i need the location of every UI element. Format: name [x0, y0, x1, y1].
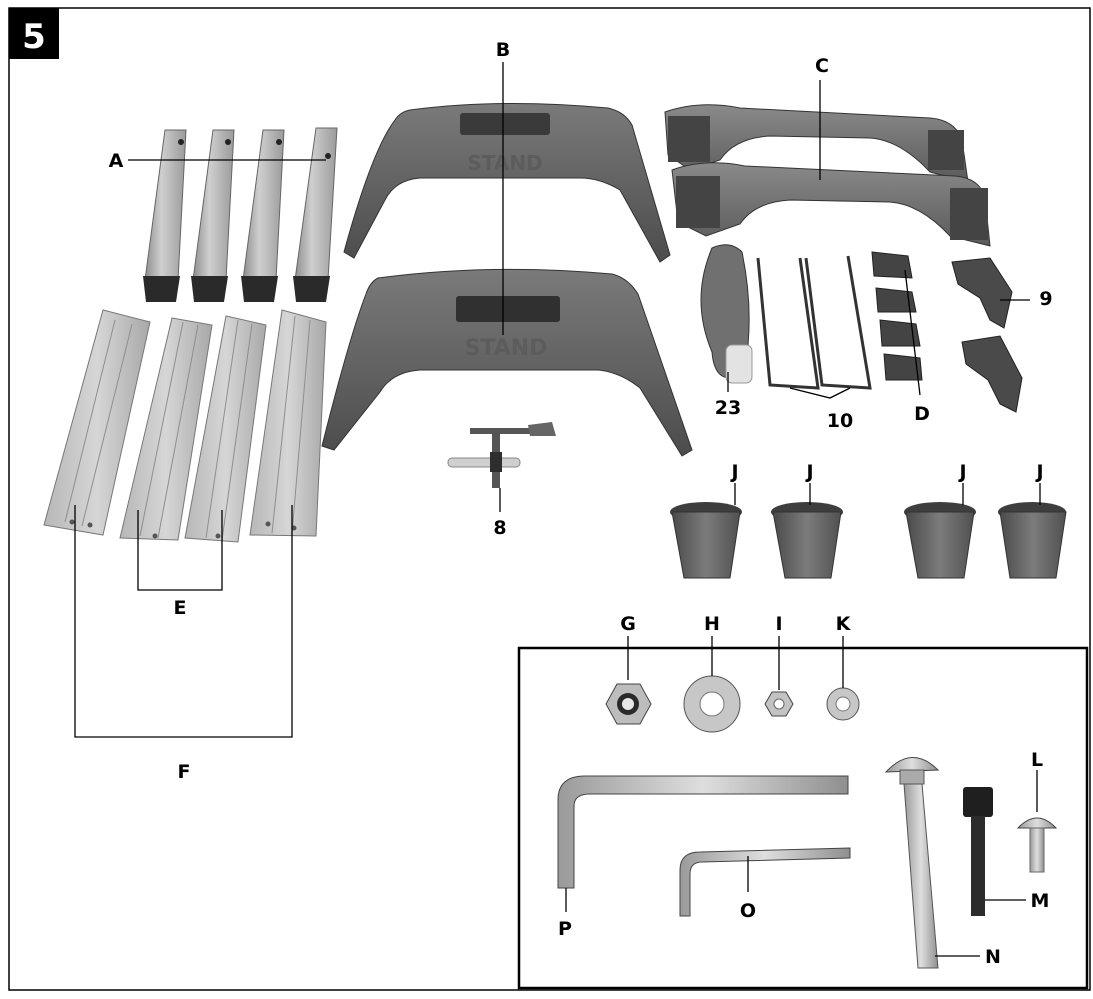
part-b-shell-lower: STAND — [321, 268, 693, 457]
part-l-small-bolt — [1016, 817, 1058, 873]
label-b: B — [496, 39, 510, 61]
parts-e-f-rails — [43, 309, 327, 543]
label-e: E — [174, 597, 187, 619]
label-c: C — [815, 55, 829, 77]
leg — [143, 129, 187, 302]
part-23-grip — [700, 244, 753, 384]
leg — [293, 127, 338, 302]
leader-line-d — [904, 269, 921, 396]
label-i: I — [775, 613, 782, 635]
part-b-shell-upper: STAND — [343, 102, 671, 263]
part-n-carriage-bolt — [884, 757, 940, 969]
part-j-feet — [670, 502, 1067, 579]
part-p-hex-key-large — [557, 775, 849, 889]
label-k: K — [836, 613, 852, 635]
foot — [670, 502, 742, 579]
foot — [771, 502, 843, 579]
rail — [119, 317, 213, 541]
foot — [998, 502, 1067, 579]
part-a-legs — [143, 127, 338, 302]
label-j: J — [804, 461, 813, 483]
label-8: 8 — [493, 517, 506, 539]
label-l: L — [1031, 749, 1043, 771]
label-f: F — [178, 761, 191, 783]
part-g-lock-nut — [605, 683, 652, 725]
part-o-hex-key-small — [679, 847, 851, 917]
part-c-handle-lower — [671, 162, 991, 247]
rail — [43, 309, 151, 536]
leg — [191, 129, 235, 302]
foot — [904, 502, 976, 579]
hardware-box — [517, 646, 1089, 990]
figure-number-badge: 5 — [9, 8, 59, 59]
part-k-washer — [826, 687, 860, 721]
part-10-u-clips — [756, 255, 872, 390]
label-g: G — [620, 613, 636, 635]
svg-text:STAND: STAND — [465, 336, 548, 361]
leg — [241, 129, 285, 302]
label-o: O — [740, 900, 756, 922]
label-n: N — [985, 946, 1001, 968]
label-h: H — [704, 613, 720, 635]
label-m: M — [1031, 890, 1050, 912]
leader-line-e — [137, 510, 223, 591]
leader-line-f — [74, 505, 293, 738]
part-m-socket-screw — [963, 787, 993, 916]
leader-line-10 — [789, 387, 851, 399]
label-9: 9 — [1039, 288, 1052, 310]
figure-number: 5 — [22, 17, 46, 57]
label-j: J — [1034, 461, 1043, 483]
part-8-clamp-screw — [447, 422, 556, 488]
rail — [249, 309, 327, 537]
part-h-washer — [683, 675, 741, 733]
svg-text:STAND: STAND — [467, 151, 542, 175]
label-j: J — [957, 461, 966, 483]
part-9-locking-levers — [951, 257, 1023, 413]
label-10: 10 — [827, 410, 853, 432]
label-a: A — [109, 150, 124, 172]
label-p: P — [558, 918, 572, 940]
label-d: D — [914, 403, 930, 425]
part-c-handle-upper — [664, 104, 969, 183]
rail — [184, 315, 267, 543]
label-23: 23 — [715, 397, 741, 419]
part-i-nut — [764, 691, 794, 717]
part-d-brackets — [871, 251, 923, 381]
label-j: J — [729, 461, 738, 483]
